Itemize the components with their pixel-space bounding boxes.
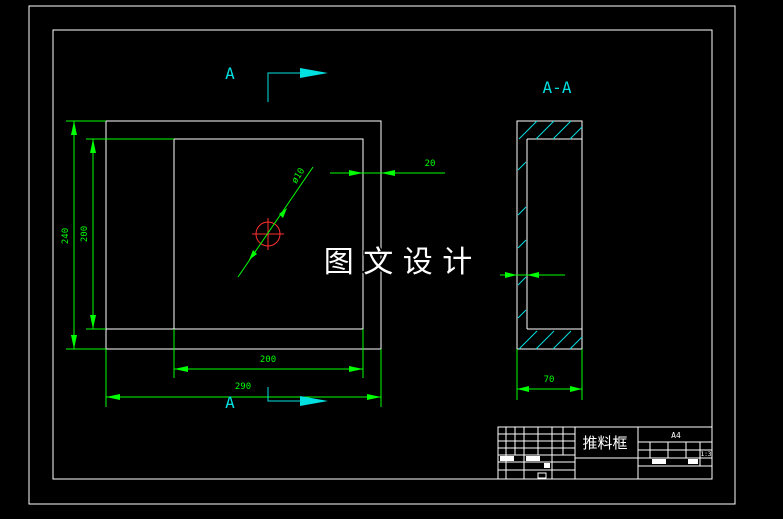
section-arrow-top-head (300, 68, 328, 78)
dim-240-label: 240 (61, 228, 71, 244)
outer-frame (28, 5, 736, 505)
section-thickness-arrow-right (527, 272, 539, 278)
frame-inner-outline (105, 138, 364, 330)
dim-290-arrow-right (367, 394, 381, 400)
dim-240-arrow-top (71, 121, 77, 135)
section-mark-bottom: A (225, 393, 235, 412)
title-block (497, 426, 713, 480)
dim-290-arrow-left (106, 394, 120, 400)
scale-label: 1:3 (701, 451, 712, 458)
front-view: ø10 240 200 200 290 20 A (61, 64, 445, 412)
section-arrow-top-path (267, 72, 312, 102)
hatch-wall (517, 161, 527, 319)
section-view-title: A-A (543, 78, 572, 97)
inner-frame (52, 29, 713, 480)
dim-290-label: 290 (235, 382, 251, 392)
dim-20-arrow-left (349, 170, 363, 176)
sheet-size: A4 (671, 431, 681, 440)
section-view: A-A (500, 78, 583, 400)
section-arrow-bottom-path (267, 387, 312, 402)
section-thickness-arrow-left (505, 272, 517, 278)
part-name: 推料框 (582, 434, 627, 452)
dim-20-label: 20 (425, 159, 436, 169)
dim-200h-arrow-left (174, 366, 188, 372)
dim-20-arrow-right (381, 170, 395, 176)
dim-70-arrow-left (517, 386, 529, 392)
dim-200v-label: 200 (80, 226, 90, 242)
dim-240-arrow-bottom (71, 335, 77, 349)
diameter-arrow-upper (279, 208, 287, 218)
section-arrow-bottom-head (300, 396, 328, 406)
watermark-text: 图 文 设 计 (324, 245, 473, 280)
dim-200h-arrow-right (349, 366, 363, 372)
hatch-bottom (518, 330, 583, 350)
dim-70-label: 70 (544, 375, 555, 385)
section-mark-top: A (225, 64, 235, 83)
dim-70-arrow-right (570, 386, 582, 392)
dim-200v-arrow-top (90, 139, 96, 153)
hatch-top (518, 120, 583, 140)
dim-200v-arrow-bottom (90, 315, 96, 329)
diameter-arrow-lower (249, 250, 257, 260)
section-outline (516, 120, 583, 350)
dim-200h-label: 200 (260, 355, 276, 365)
